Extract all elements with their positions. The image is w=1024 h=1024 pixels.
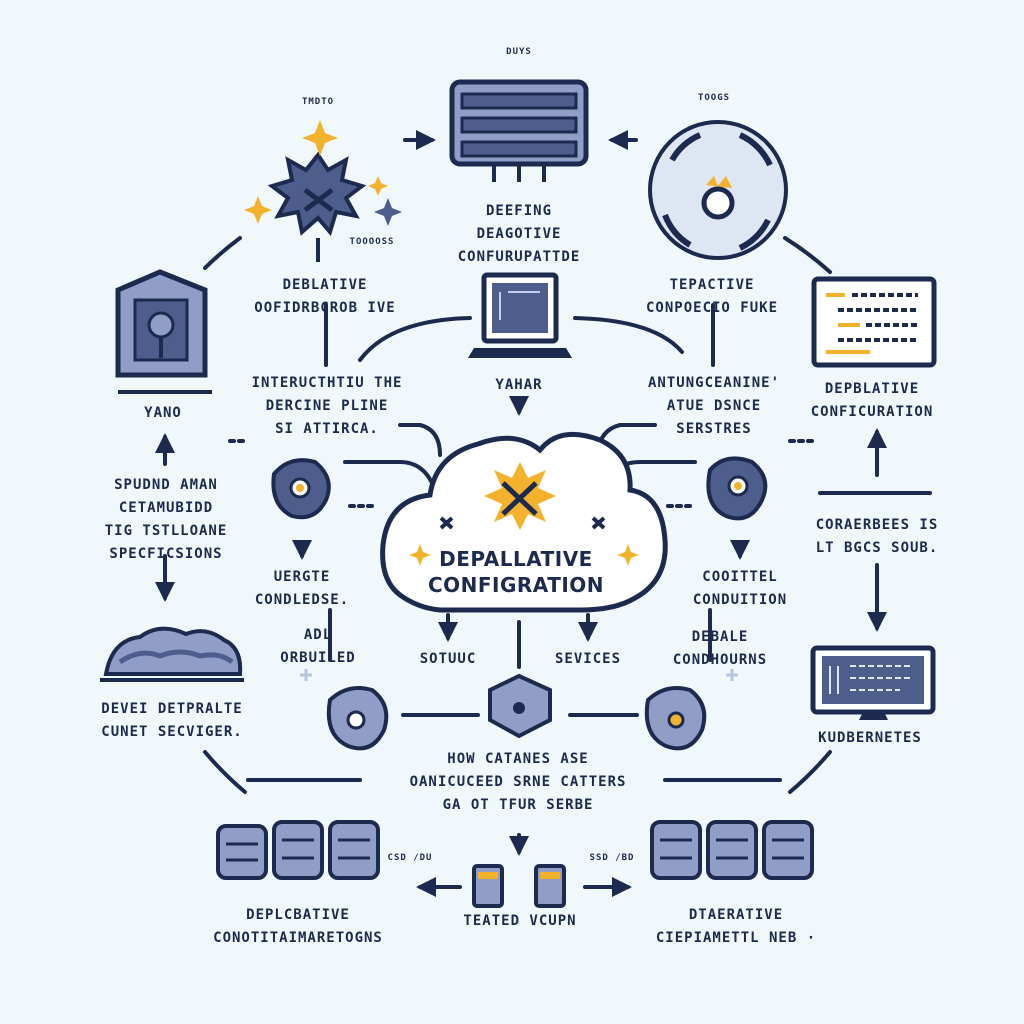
server-rack-icon <box>449 79 589 182</box>
label-left-cloud: DEVEI DETPRALTE CUNET SECVIGER. <box>101 701 243 740</box>
sparkle-icons <box>300 669 738 681</box>
virus-starburst-icon <box>244 120 402 262</box>
left-node-icon <box>271 458 331 520</box>
label-bottom-center-small: TEATED VCUPN <box>463 913 577 929</box>
tag-starburst: TOOOOSS <box>349 237 395 247</box>
label-right-config: DEPBLATIVE CONFICURATION <box>810 381 934 420</box>
label-bottom-left: DEPLCBATIVE CONOTITAIMARETOGNS <box>213 907 383 946</box>
label-center-right-word: SEVICES <box>554 651 622 667</box>
database-icon-right <box>650 820 814 880</box>
lower-right-node-icon <box>644 686 707 751</box>
outer-ring <box>203 236 832 794</box>
tag-bottom-left: CSD /DU <box>387 853 433 863</box>
label-bottom-center: HOW CATANES ASE OANICUCEED SRNE CATTERS … <box>409 751 627 813</box>
container-icon <box>472 864 566 908</box>
label-mid-right: ANTUNGCEANINE' ATUE DSNCE SERSTRES <box>647 375 781 437</box>
mountain-cloud-icon <box>100 626 244 682</box>
label-bottom-right: DTAERATIVE CIEPIAMETTL NEB · <box>655 907 817 946</box>
label-center-left-word: SOTUUC <box>419 651 477 667</box>
tag-top: DUYS <box>506 47 532 57</box>
label-upper-right: TEPACTIVE CONPOECIO FUKE <box>645 277 779 316</box>
code-monitor-icon <box>811 276 937 368</box>
center-title: DEPALLATIVE CONFIGRATION <box>427 547 605 597</box>
label-orbuiled: ADL ORBUILED <box>280 627 356 666</box>
database-icon <box>216 820 380 880</box>
label-mid-left: INTERUCTHTIU THE DERCINE PLINE SI ATTIRC… <box>251 375 403 437</box>
lower-left-node-icon <box>326 686 389 751</box>
label-deeale: DEBALE CONDHOURNS <box>672 629 768 668</box>
label-right-condition: COOITTEL CONDUITION <box>692 569 788 608</box>
shield-badge-icon <box>115 269 212 394</box>
tag-bottom-right: SSD /BD <box>589 853 635 863</box>
right-node-icon <box>706 456 768 521</box>
label-yano: YANO <box>144 405 182 421</box>
gear-dial-icon <box>648 120 788 260</box>
label-yahar: YAHAR <box>495 377 543 393</box>
cloud-center-icon <box>380 431 668 613</box>
label-far-left: SPUDND AMAN CETAMUBIDD TIG TSTLLOANE SPE… <box>104 477 228 562</box>
label-upper-left: DEBLATIVE OOFIDRBCROB IVE <box>254 277 396 316</box>
label-left-condition: UERGTE CONDLEDSE. <box>254 569 350 608</box>
label-kubernetes: KUDBERNETES <box>818 730 922 746</box>
laptop-icon <box>468 272 572 358</box>
tag-top-left: TMDTO <box>301 97 335 107</box>
label-far-right: CORAERBEES IS LT BGCS SOUB. <box>815 517 939 556</box>
tag-top-right: TOOGS <box>697 93 731 103</box>
terminal-monitor-icon <box>810 645 936 720</box>
label-top-center: DEEFING DEAGOTIVE CONFURUPATTDE <box>457 203 581 265</box>
lower-center-node-icon <box>488 673 552 739</box>
